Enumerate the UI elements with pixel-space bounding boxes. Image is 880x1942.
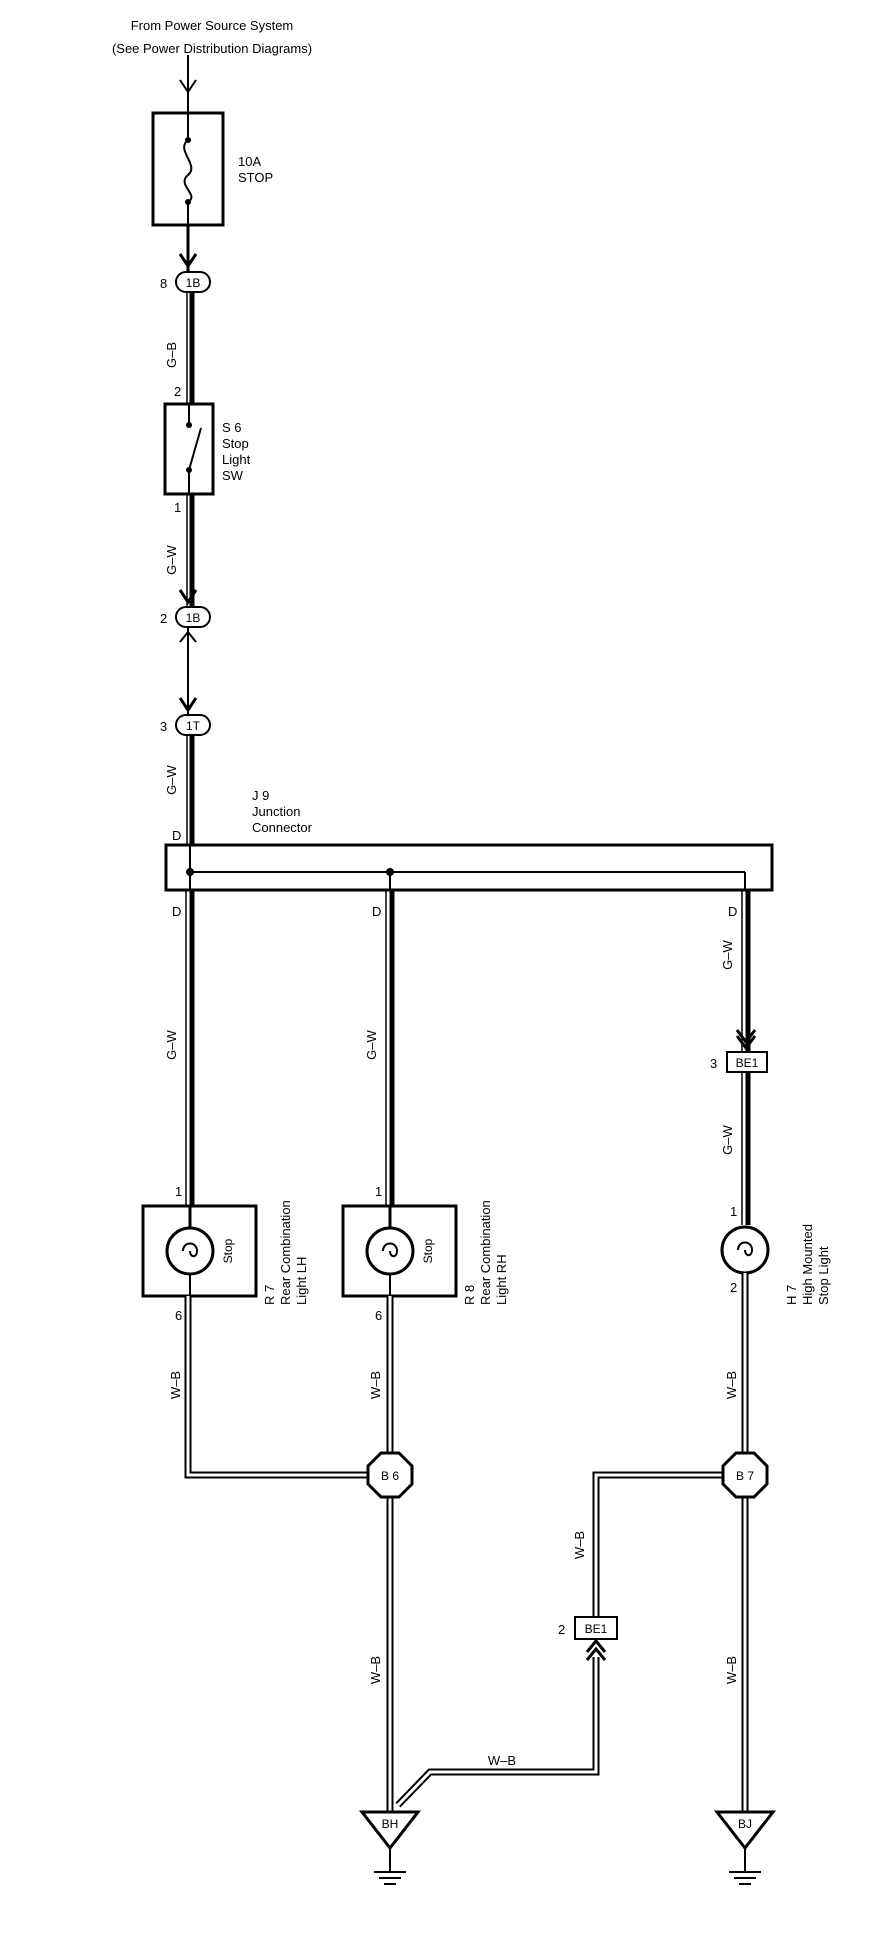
junction-connector-j9 [164,843,774,892]
wire-label-gb: G–B [164,342,179,368]
svg-text:1B: 1B [186,611,201,625]
fuse-name: STOP [238,170,273,185]
svg-text:BH: BH [382,1817,399,1831]
wire-label-gw-2: G–W [164,764,179,794]
h7-name-1: High Mounted [800,1224,815,1305]
r7-pin-bottom: 6 [175,1308,182,1323]
svg-text:BE1: BE1 [736,1056,759,1070]
wire-label-wb-h7: W–B [724,1371,739,1399]
junction-name-1: Junction [252,804,300,819]
r7-bulb-label: Stop [221,1238,235,1263]
pin-1b-mid: 2 [160,611,167,626]
r7-code: R 7 [262,1285,277,1305]
ground-bj: BJ [713,1810,777,1885]
r8-bulb-label: Stop [421,1238,435,1263]
switch-name-3: SW [222,468,244,483]
wire-label-wb-b7-down: W–B [724,1656,739,1684]
high-mounted-stop-light [720,1225,770,1275]
r7-pin-top: 1 [175,1184,182,1199]
pin-be1-lower: 2 [558,1622,565,1637]
svg-text:B 6: B 6 [381,1469,399,1483]
wire-label-gw-1: G–W [164,544,179,574]
fuse-rating: 10A [238,154,261,169]
switch-code: S 6 [222,420,242,435]
splice-b6: B 6 [366,1451,414,1499]
r8-pin-top: 1 [375,1184,382,1199]
junction-pin-in: D [172,828,181,843]
connector-1b-top: 1B [175,271,211,293]
r7-name-2: Light LH [294,1257,309,1305]
svg-text:1T: 1T [186,719,201,733]
connector-1b-mid: 1B [175,606,211,628]
connector-be1-lower: BE1 [574,1616,618,1640]
fuse-stop [151,111,225,227]
pin-1t: 3 [160,719,167,734]
rear-combination-light-rh [341,1204,458,1298]
rear-combination-light-lh [141,1204,258,1298]
incoming-arrow [179,55,197,115]
stop-light-switch [163,402,215,496]
wire-label-wb-horizontal: W–B [488,1753,516,1768]
r8-name-1: Rear Combination [478,1200,493,1305]
svg-text:B 7: B 7 [736,1469,754,1483]
splice-b7: B 7 [721,1451,769,1499]
junction-pin-rh: D [372,904,381,919]
r8-name-2: Light RH [494,1254,509,1305]
source-line-1: From Power Source System [131,18,294,33]
pin-1b-top: 8 [160,276,167,291]
wire-label-wb-lh: W–B [168,1371,183,1399]
ground-bh: BH [358,1810,422,1885]
svg-text:1B: 1B [186,276,201,290]
switch-pin-top: 2 [174,384,181,399]
svg-text:BE1: BE1 [585,1622,608,1636]
h7-name-2: Stop Light [816,1246,831,1305]
connector-be1-upper: BE1 [726,1051,768,1073]
junction-pin-h7: D [728,904,737,919]
h7-code: H 7 [784,1285,799,1305]
h7-pin-bottom: 2 [730,1280,737,1295]
wire-label-wb-rh: W–B [368,1371,383,1399]
source-line-2: (See Power Distribution Diagrams) [112,41,312,56]
switch-pin-bottom: 1 [174,500,181,515]
wire-label-gw-h7-mid: G–W [720,1124,735,1154]
wire-label-wb-be1: W–B [572,1531,587,1559]
switch-name-1: Stop [222,436,249,451]
wire-label-gw-lh: G–W [164,1029,179,1059]
r7-name-1: Rear Combination [278,1200,293,1305]
junction-code: J 9 [252,788,269,803]
pin-be1-upper: 3 [710,1056,717,1071]
junction-pin-lh: D [172,904,181,919]
svg-text:BJ: BJ [738,1817,752,1831]
wire-label-gw-rh: G–W [364,1029,379,1059]
junction-name-2: Connector [252,820,313,835]
wb-wires [184,1273,749,1812]
connector-1t: 1T [175,714,211,736]
wire-label-gw-h7-top: G–W [720,939,735,969]
wire-label-wb-b6-down: W–B [368,1656,383,1684]
switch-name-2: Light [222,452,251,467]
r8-pin-bottom: 6 [375,1308,382,1323]
h7-pin-top: 1 [730,1204,737,1219]
r8-code: R 8 [462,1285,477,1305]
